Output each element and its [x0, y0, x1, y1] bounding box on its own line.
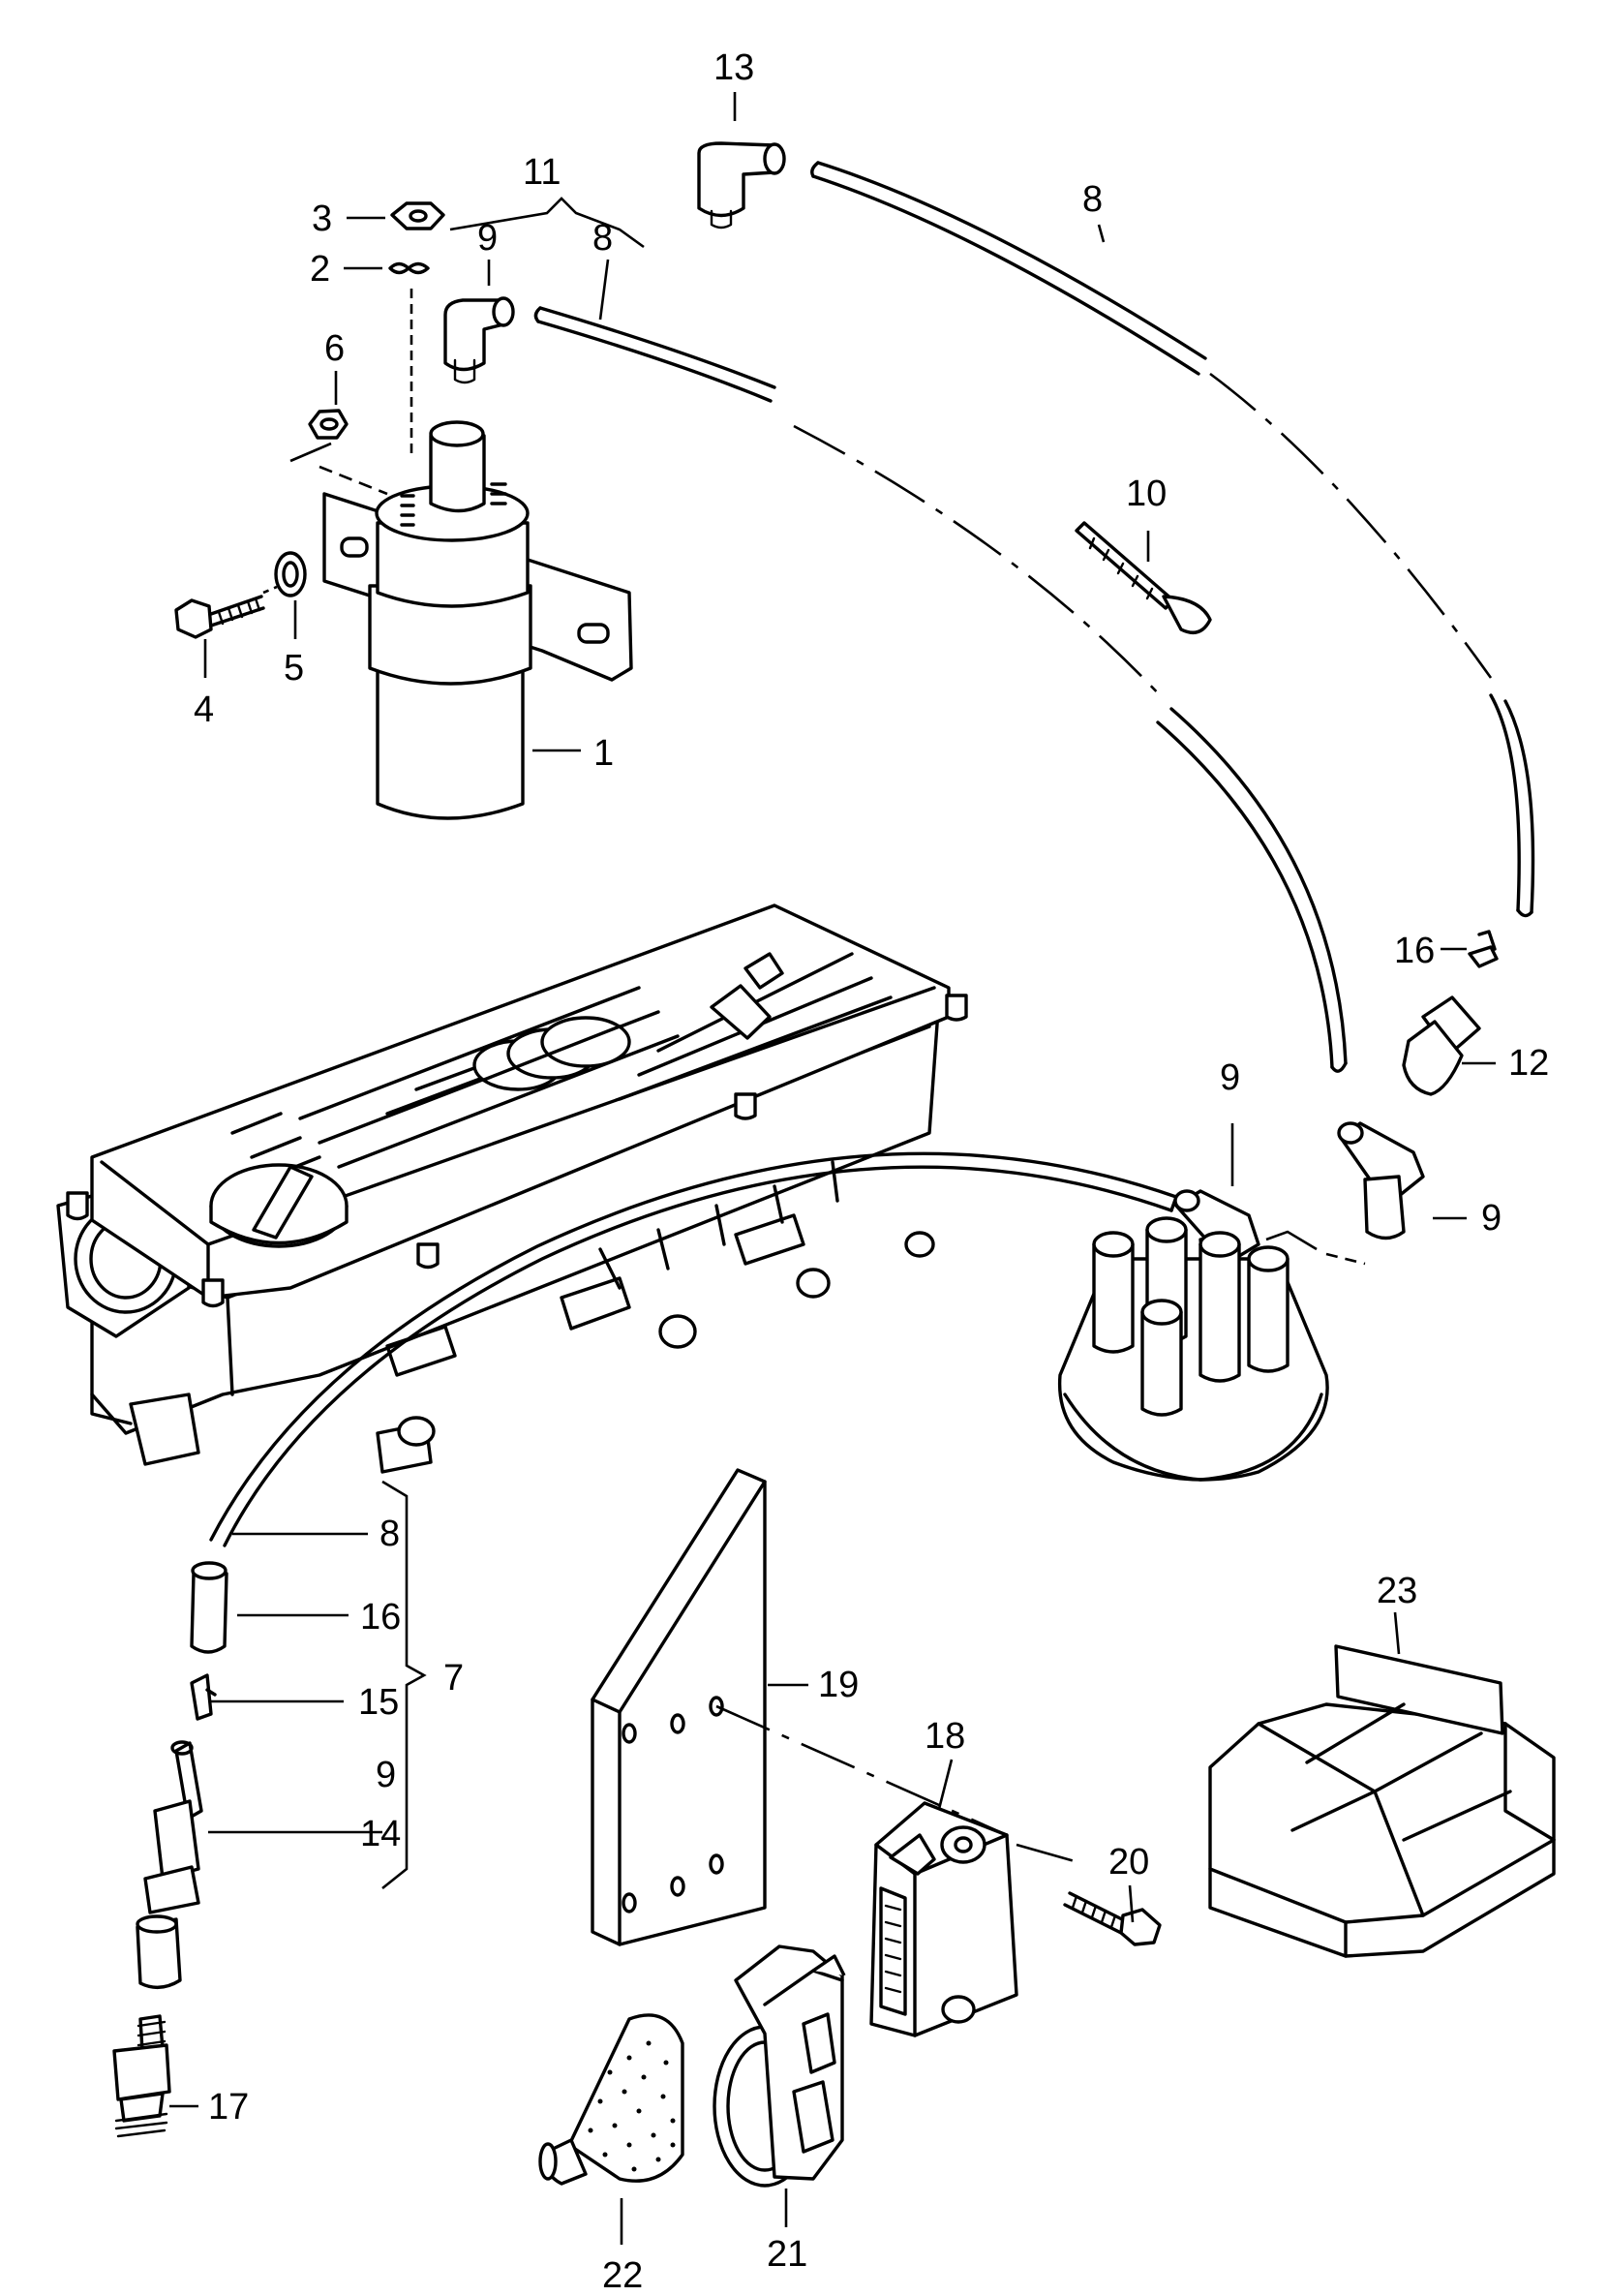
boot-22-texture	[588, 2040, 676, 2172]
connector-9-top	[443, 296, 515, 384]
callout-9-coil: 9	[477, 218, 498, 259]
callout-9-plug: 9	[376, 1755, 396, 1795]
connector-13	[697, 141, 786, 230]
callout-22: 22	[602, 2255, 643, 2291]
callout-23: 23	[1377, 1571, 1417, 1611]
lock-washer-2	[388, 261, 430, 275]
callout-2: 2	[310, 249, 330, 290]
nut-6	[308, 409, 349, 440]
clip-15	[190, 1673, 217, 1721]
plug-connector-14	[143, 1740, 203, 1914]
callout-20: 20	[1108, 1842, 1149, 1883]
cover-23	[1208, 1644, 1556, 1958]
callout-8-plug: 8	[379, 1514, 400, 1554]
callout-14: 14	[360, 1814, 401, 1854]
terminal-16-bottom	[190, 1561, 228, 1654]
callout-8-coil: 8	[592, 218, 613, 259]
callout-3: 3	[312, 199, 332, 239]
callout-15: 15	[358, 1682, 399, 1723]
callout-19: 19	[818, 1665, 859, 1705]
connector-9-right	[1337, 1121, 1425, 1240]
control-unit-18	[869, 1801, 1018, 2037]
cable-tie-10	[1075, 521, 1212, 634]
spark-plug-17	[112, 2014, 171, 2138]
bolt-4	[174, 595, 265, 639]
callout-1: 1	[593, 733, 614, 774]
leader-lines	[169, 92, 1496, 2245]
plate-19	[591, 1468, 767, 1946]
throttle-body-21	[713, 1944, 846, 2188]
callout-17: 17	[208, 2087, 249, 2128]
callout-labels: 1 2 3 4 5 6 7 8 8 8 9 9 9 9 10 11 12 13 …	[194, 47, 1549, 2296]
callout-16-top: 16	[1394, 931, 1435, 971]
callout-13: 13	[713, 47, 754, 88]
callout-10: 10	[1126, 474, 1167, 514]
callout-7: 7	[443, 1658, 464, 1699]
callout-6: 6	[324, 328, 345, 369]
suppressor-12	[1402, 995, 1481, 1096]
plug-boot	[136, 1914, 182, 1989]
callout-8-top: 8	[1082, 179, 1103, 220]
callout-5: 5	[284, 648, 304, 689]
ht-lead-middle	[533, 306, 1348, 1073]
callout-12: 12	[1508, 1043, 1549, 1084]
callout-11: 11	[523, 152, 561, 193]
ignition-coil	[322, 420, 633, 820]
boot-22	[538, 2013, 684, 2186]
callout-18: 18	[925, 1716, 965, 1757]
washer-5	[274, 551, 307, 597]
callout-9-lead: 9	[1220, 1057, 1240, 1098]
screw-20	[1063, 1891, 1162, 1946]
callout-4: 4	[194, 689, 214, 730]
callout-9-right: 9	[1481, 1198, 1502, 1239]
nut-3	[390, 201, 445, 230]
ht-lead-top-long	[810, 161, 1535, 918]
distributor-cap	[1057, 1216, 1329, 1482]
callout-16-plug: 16	[360, 1597, 401, 1638]
valve-cover	[66, 903, 968, 1308]
callout-21: 21	[767, 2234, 807, 2275]
terminal-16-top	[1468, 930, 1499, 968]
